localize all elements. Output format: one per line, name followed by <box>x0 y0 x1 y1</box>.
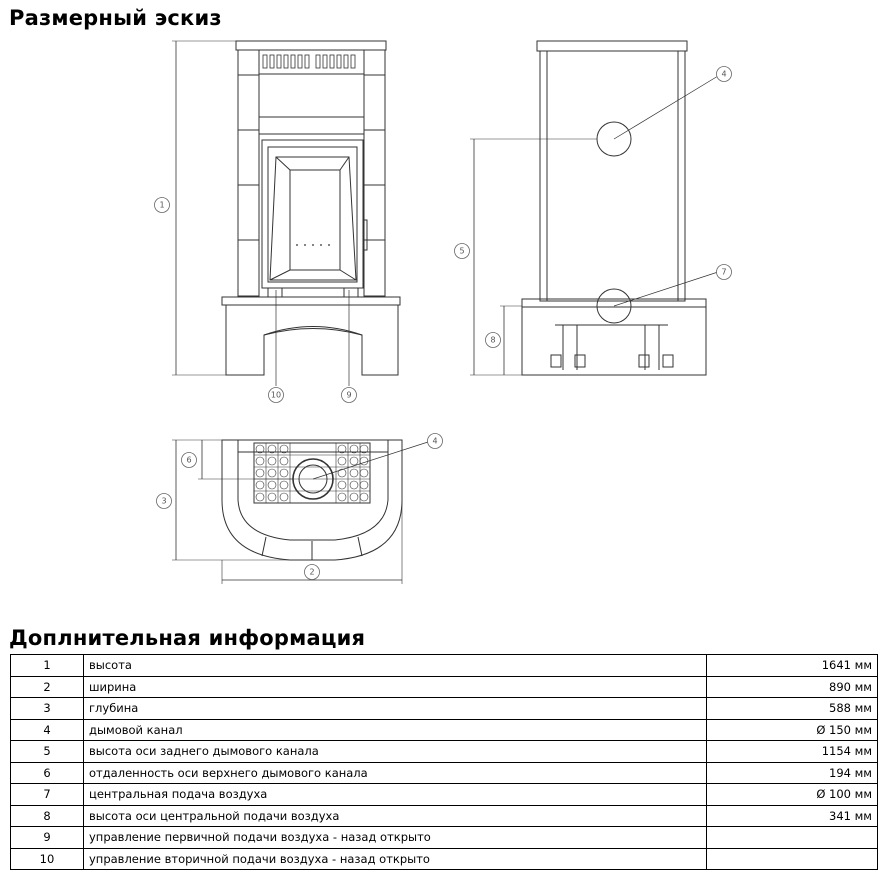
callout-7-label: 7 <box>721 268 726 277</box>
callout-4-side <box>716 66 732 82</box>
side-view <box>470 40 719 376</box>
row-value: Ø 100 мм <box>706 783 878 806</box>
callout-10 <box>268 387 284 403</box>
callout-4-top-label: 4 <box>432 437 437 446</box>
callout-7 <box>716 264 732 280</box>
callout-2-label: 2 <box>309 568 314 577</box>
row-number: 9 <box>10 826 84 849</box>
row-number: 10 <box>10 847 84 870</box>
callout-8 <box>485 332 501 348</box>
row-label: высота <box>83 654 707 677</box>
row-value: 341 мм <box>706 804 878 827</box>
row-label: высота оси центральной подачи воздуха <box>83 804 707 827</box>
callout-6-label: 6 <box>186 456 191 465</box>
callout-9-label: 9 <box>346 391 351 400</box>
row-number: 5 <box>10 740 84 763</box>
callout-6 <box>181 452 197 468</box>
callout-5 <box>454 243 470 259</box>
row-value: 194 мм <box>706 761 878 784</box>
row-value <box>706 826 878 849</box>
row-label: ширина <box>83 675 707 698</box>
row-number: 8 <box>10 804 84 827</box>
row-value: 588 мм <box>706 697 878 720</box>
row-number: 4 <box>10 718 84 741</box>
callout-9 <box>341 387 357 403</box>
callout-10-label: 10 <box>271 391 281 400</box>
front-view <box>172 40 401 386</box>
info-heading: Доплнительная информация <box>9 626 366 650</box>
callout-3-label: 3 <box>161 497 166 506</box>
row-label: центральная подача воздуха <box>83 783 707 806</box>
row-number: 6 <box>10 761 84 784</box>
callout-4-top <box>427 433 443 449</box>
callout-5-label: 5 <box>459 247 464 256</box>
callout-1-label: 1 <box>159 201 164 210</box>
dimension-drawing: 1 5 8 4 7 10 9 6 3 4 2 <box>154 40 732 584</box>
row-number: 1 <box>10 654 84 677</box>
row-label: дымовой канал <box>83 718 707 741</box>
callout-1 <box>154 197 170 213</box>
row-number: 3 <box>10 697 84 720</box>
sketch-heading: Размерный эскиз <box>9 6 222 30</box>
row-label: управление вторичной подачи воздуха - на… <box>83 847 707 870</box>
row-value <box>706 847 878 870</box>
row-number: 2 <box>10 675 84 698</box>
callout-2 <box>304 564 320 580</box>
row-label: управление первичной подачи воздуха - на… <box>83 826 707 849</box>
row-value: Ø 150 мм <box>706 718 878 741</box>
callout-4-side-label: 4 <box>721 70 726 79</box>
row-value: 1154 мм <box>706 740 878 763</box>
top-view <box>172 439 429 584</box>
callout-8-label: 8 <box>490 336 495 345</box>
row-value: 890 мм <box>706 675 878 698</box>
row-label: глубина <box>83 697 707 720</box>
callout-3 <box>156 493 172 509</box>
row-value: 1641 мм <box>706 654 878 677</box>
row-label: высота оси заднего дымового канала <box>83 740 707 763</box>
row-number: 7 <box>10 783 84 806</box>
row-label: отдаленность оси верхнего дымового канал… <box>83 761 707 784</box>
